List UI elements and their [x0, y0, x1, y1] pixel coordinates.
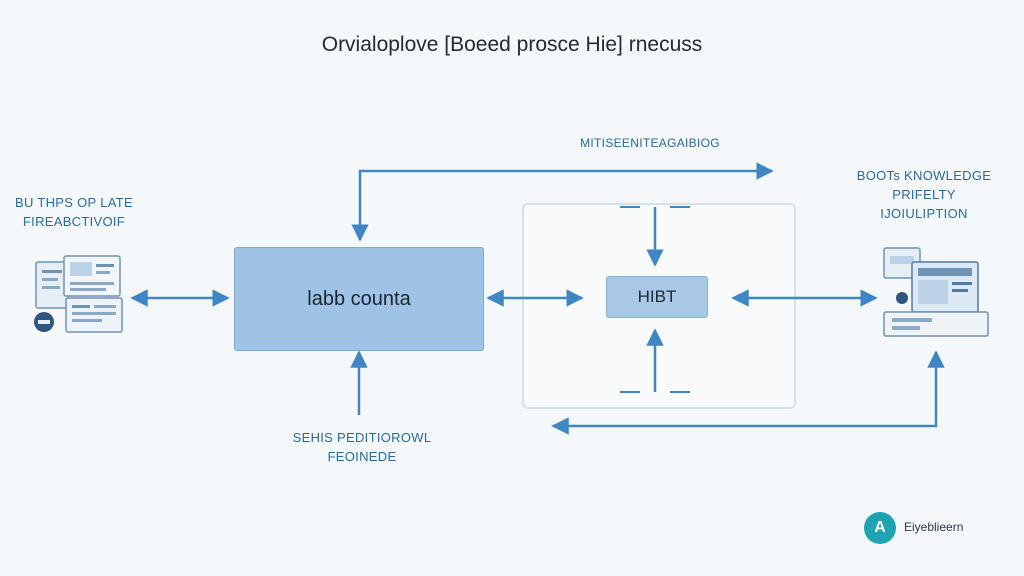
- right-label-line1: BOOTs KNOWLEDGE: [856, 168, 992, 183]
- brand-name: Eiyeblieern: [904, 520, 964, 534]
- bottom-label-line1: SEHIS PEDITIOROWL: [292, 430, 432, 445]
- inner-node: HIBT: [606, 276, 708, 318]
- left-label: BU THPS OP LATE FIREABCTIVOIF: [4, 193, 144, 231]
- bottom-label-line2: FEOINEDE: [327, 449, 397, 464]
- arrow-bottom-loop: [551, 350, 945, 435]
- main-node: labb counta: [234, 247, 484, 351]
- right-label: BOOTs KNOWLEDGE PRIFELTY IJOIULIPTION: [824, 166, 1024, 223]
- brand-logo-icon: A: [864, 512, 896, 544]
- right-label-line3: IJOIULIPTION: [880, 206, 968, 221]
- bottom-label: SEHIS PEDITIOROWL FEOINEDE: [262, 428, 462, 466]
- right-label-line2: PRIFELTY: [892, 187, 956, 202]
- left-label-line1: BU THPS OP LATE: [15, 195, 133, 210]
- top-label: MITISEENITEAGAIBIOG: [580, 136, 720, 150]
- main-node-label: labb counta: [307, 287, 411, 310]
- arrow-top-loop: [351, 162, 774, 242]
- brand-logo-letter: A: [874, 519, 886, 536]
- left-label-line2: FIREABCTIVOIF: [22, 214, 126, 229]
- inner-node-label: HIBT: [637, 287, 677, 306]
- computer-screen-icon: [883, 247, 989, 337]
- diagram-title: Orvialoplove [Boeed prosce Hie] rnecuss: [321, 33, 703, 56]
- documents-icon: [34, 255, 123, 333]
